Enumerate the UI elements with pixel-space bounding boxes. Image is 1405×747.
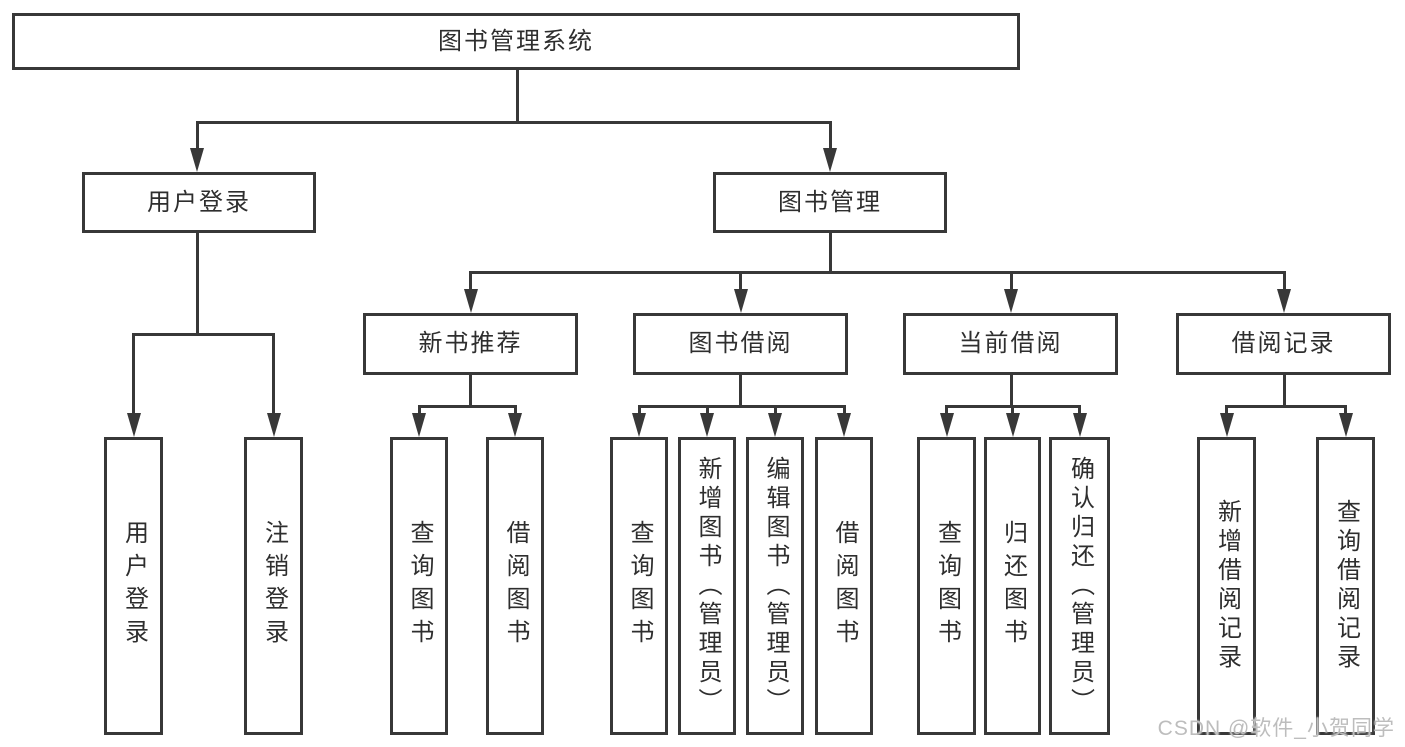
connector-drop [272, 335, 275, 417]
arrow-down-icon [1277, 289, 1291, 313]
leaf-return-book: 归还图书 [984, 437, 1041, 735]
connector-rail [132, 333, 275, 336]
arrow-down-icon [190, 148, 204, 172]
leaf-query-borrow-record: 查询借阅记录 [1316, 437, 1375, 735]
leaf-logout: 注销登录 [244, 437, 303, 735]
arrow-down-icon [508, 413, 522, 437]
connector-drop [1282, 273, 1286, 293]
node-book-management: 图书管理 [713, 172, 947, 233]
arrow-down-icon [1004, 289, 1018, 313]
arrow-down-icon [1219, 413, 1234, 437]
leaf-user-login: 用户登录 [104, 437, 163, 735]
node-borrow-records: 借阅记录 [1176, 313, 1391, 375]
node-current-borrowing: 当前借阅 [903, 313, 1118, 375]
connector-drop [828, 123, 832, 153]
connector-rail [637, 405, 846, 408]
arrow-down-icon [266, 413, 281, 437]
leaf-query-books-borrowing: 查询图书 [610, 437, 668, 735]
arrow-down-icon [1005, 413, 1020, 437]
connector-root-stem [515, 70, 519, 123]
connector-stem [828, 233, 832, 273]
connector-level3-rail [469, 271, 1286, 274]
arrow-down-icon [463, 289, 478, 313]
connector-stem [1282, 375, 1286, 407]
arrow-down-icon [412, 413, 426, 437]
arrow-down-icon [126, 413, 141, 437]
connector-drop [469, 273, 472, 293]
arrow-down-icon [837, 413, 851, 437]
connector-drop [132, 335, 135, 417]
leaf-query-books-current: 查询图书 [917, 437, 976, 735]
leaf-edit-book-admin: 编辑图书（管理员） [746, 437, 804, 735]
node-new-book-recommend: 新书推荐 [363, 313, 578, 375]
node-root-library-system: 图书管理系统 [12, 13, 1020, 70]
leaf-borrow-books-recommend: 借阅图书 [486, 437, 544, 735]
connector-stem [1009, 375, 1013, 407]
connector-stem [195, 233, 199, 335]
leaf-borrow-books: 借阅图书 [815, 437, 873, 735]
connector-drop [195, 123, 199, 153]
csdn-watermark: CSDN @软件_小贺同学 [1157, 717, 1395, 740]
node-book-borrowing: 图书借阅 [633, 313, 848, 375]
connector-rail [417, 405, 517, 408]
connector-level2-rail [195, 121, 832, 124]
connector-rail [1225, 405, 1347, 408]
leaf-add-borrow-record: 新增借阅记录 [1197, 437, 1256, 735]
leaf-confirm-return-admin: 确认归还（管理员） [1049, 437, 1110, 735]
arrow-down-icon [733, 289, 748, 313]
leaf-query-books-recommend: 查询图书 [390, 437, 448, 735]
connector-stem [739, 375, 742, 407]
leaf-add-book-admin: 新增图书（管理员） [678, 437, 736, 735]
connector-drop [739, 273, 742, 293]
arrow-down-icon [1072, 413, 1087, 437]
arrow-down-icon [939, 413, 954, 437]
arrow-down-icon [823, 148, 837, 172]
arrow-down-icon [768, 413, 782, 437]
node-user-login: 用户登录 [82, 172, 316, 233]
connector-stem [469, 375, 472, 407]
connector-rail [945, 405, 1081, 408]
arrow-down-icon [632, 413, 646, 437]
arrow-down-icon [1338, 413, 1353, 437]
arrow-down-icon [700, 413, 714, 437]
connector-drop [1009, 273, 1013, 293]
